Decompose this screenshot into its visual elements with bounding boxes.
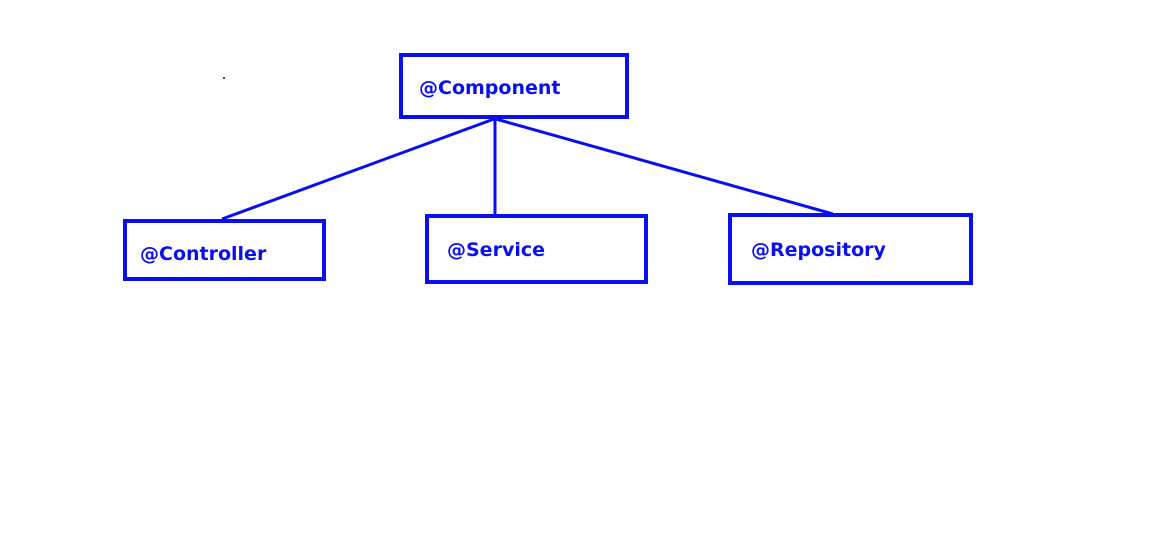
repository-node: @Repository xyxy=(728,213,973,285)
edge-component-controller xyxy=(221,117,495,221)
controller-label: @Controller xyxy=(140,243,267,265)
edge-component-repository xyxy=(495,117,834,216)
stray-dot xyxy=(223,77,225,79)
service-label: @Service xyxy=(447,239,545,261)
service-node: @Service xyxy=(425,214,648,284)
controller-node: @Controller xyxy=(123,219,326,281)
component-node: @Component xyxy=(399,53,629,119)
component-label: @Component xyxy=(419,77,561,99)
repository-label: @Repository xyxy=(751,239,886,261)
